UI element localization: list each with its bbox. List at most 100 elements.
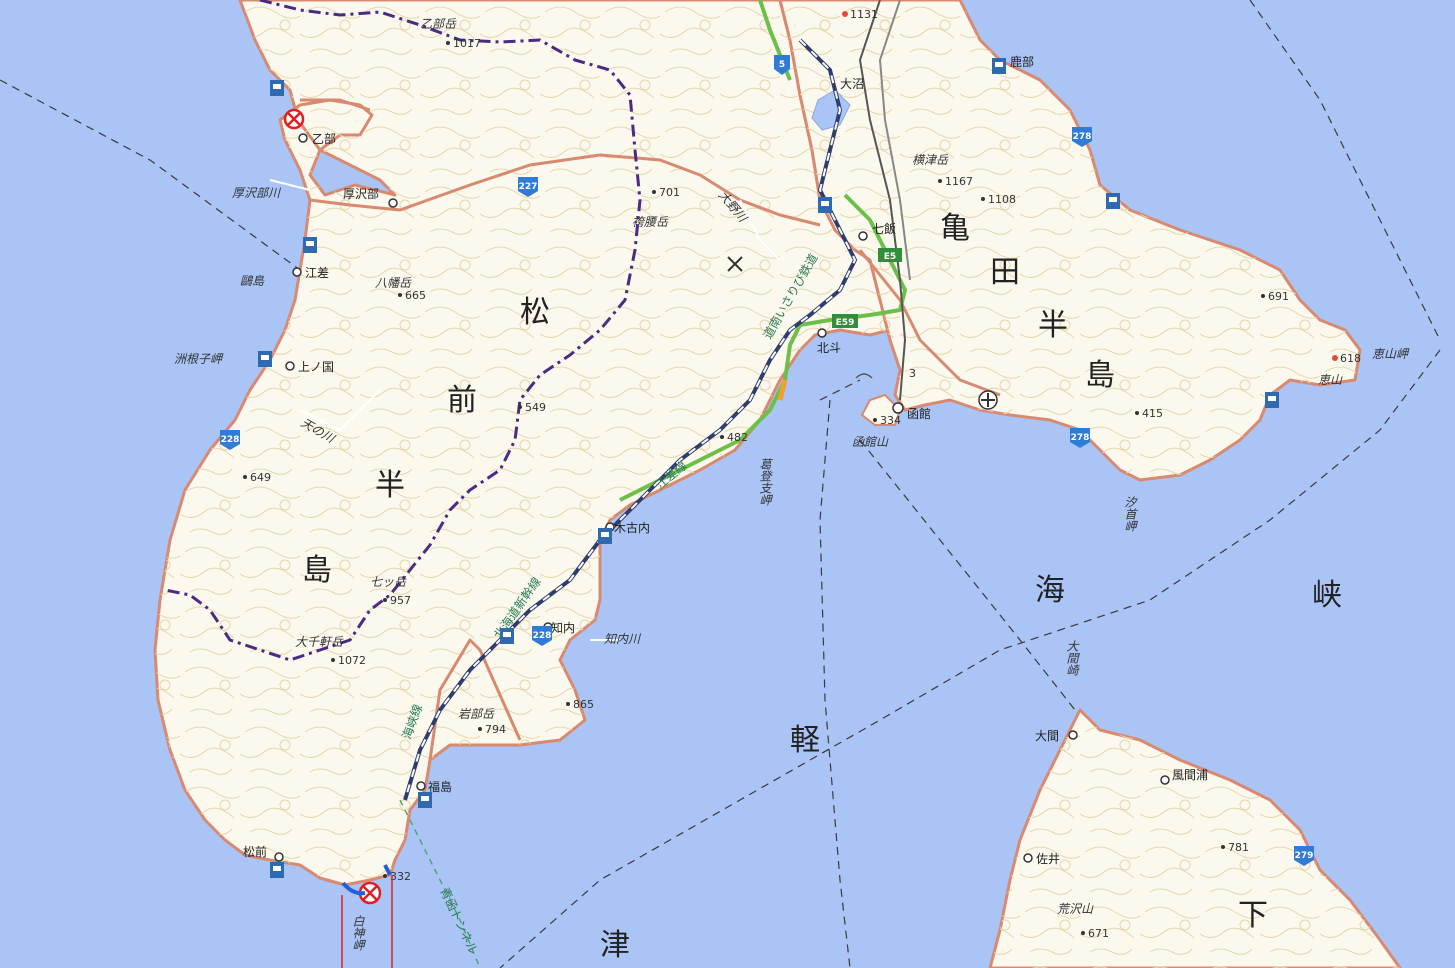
expressway-shields: E5 E59 3 bbox=[832, 248, 916, 380]
svg-text:大千軒岳: 大千軒岳 bbox=[295, 635, 344, 649]
town-kaminokuni: 上ノ国 bbox=[285, 360, 334, 374]
town-fukushima: 福島 bbox=[416, 779, 452, 794]
peak-hakamagoshi: 701 袴腰岳 bbox=[632, 186, 680, 229]
svg-text:334: 334 bbox=[880, 414, 901, 427]
town-onuma: 大沼 bbox=[840, 77, 864, 91]
marker-shirakami[interactable] bbox=[341, 864, 393, 968]
svg-text:3: 3 bbox=[909, 367, 916, 380]
svg-text:大沼: 大沼 bbox=[840, 77, 864, 91]
svg-text:957: 957 bbox=[390, 594, 411, 607]
svg-text:701: 701 bbox=[659, 186, 680, 199]
peninsula-kameda-1: 亀 bbox=[940, 211, 970, 246]
town-hokuto: 北斗 bbox=[817, 328, 841, 355]
peak-549: 549 bbox=[518, 401, 546, 414]
town-oma: 大間 bbox=[1035, 729, 1078, 743]
peak-nanatsudake: 七ッ岳 957 bbox=[370, 575, 411, 607]
svg-text:228: 228 bbox=[221, 435, 240, 445]
cape-sunekozaki: 洲根子岬 bbox=[174, 352, 224, 366]
station-icon bbox=[303, 237, 317, 253]
svg-text:八幡岳: 八幡岳 bbox=[375, 276, 412, 290]
svg-text:知内: 知内 bbox=[551, 621, 575, 635]
svg-text:549: 549 bbox=[525, 401, 546, 414]
strait-char-karu: 軽 bbox=[790, 723, 820, 758]
svg-text:332: 332 bbox=[390, 870, 411, 883]
strait-char-kyo: 峡 bbox=[1312, 578, 1342, 613]
svg-text:横津岳: 横津岳 bbox=[912, 153, 949, 167]
svg-text:1131: 1131 bbox=[850, 8, 878, 21]
railways bbox=[403, 0, 911, 801]
land-kameda bbox=[778, 0, 1362, 482]
svg-text:乙部: 乙部 bbox=[312, 131, 336, 146]
island-kamome: 鷗島 bbox=[240, 274, 265, 288]
ferry-icon bbox=[855, 373, 873, 379]
peninsula-kameda-2: 田 bbox=[990, 255, 1020, 290]
peak-482: 482 bbox=[720, 431, 748, 444]
svg-text:649: 649 bbox=[250, 471, 271, 484]
peak-415: 415 bbox=[1135, 407, 1163, 420]
strait-char-kai: 海 bbox=[1035, 573, 1065, 608]
station-icon bbox=[992, 58, 1006, 74]
svg-text:E59: E59 bbox=[836, 318, 855, 328]
station-icon bbox=[270, 80, 284, 96]
cape-kattoshi: 葛登支岬 bbox=[757, 458, 772, 506]
svg-text:大間: 大間 bbox=[1035, 729, 1059, 743]
station-icon bbox=[818, 197, 832, 213]
peak-865: 865 bbox=[566, 698, 594, 711]
facility-icons bbox=[258, 58, 1279, 878]
peak-otobedake: 乙部岳 1017 bbox=[420, 17, 481, 50]
town-shikabe: 鹿部 bbox=[1010, 54, 1034, 69]
svg-text:七飯: 七飯 bbox=[872, 221, 896, 236]
svg-text:671: 671 bbox=[1088, 927, 1109, 940]
svg-text:1017: 1017 bbox=[453, 37, 481, 50]
town-otobe: 乙部 bbox=[298, 131, 336, 146]
peninsula-matsumae-3: 半 bbox=[375, 468, 405, 503]
svg-text:木古内: 木古内 bbox=[614, 520, 650, 535]
rivers bbox=[269, 179, 781, 641]
station-icon bbox=[500, 628, 514, 644]
river-assabu: 厚沢部川 bbox=[232, 186, 282, 200]
exp-shield-e5: E5 bbox=[878, 248, 902, 262]
svg-text:E5: E5 bbox=[884, 252, 896, 262]
peninsula-matsumae-4: 島 bbox=[302, 553, 332, 588]
svg-text:北斗: 北斗 bbox=[817, 341, 841, 355]
route-shield-228-east: 228 bbox=[532, 626, 552, 646]
exp-shield-e59: E59 bbox=[832, 314, 858, 328]
svg-text:278: 278 bbox=[1073, 132, 1092, 142]
svg-text:風間浦: 風間浦 bbox=[1172, 768, 1208, 782]
svg-text:781: 781 bbox=[1228, 841, 1249, 854]
mount-hakodate: 函館山 bbox=[852, 435, 889, 449]
station-icon bbox=[258, 351, 272, 367]
marker-otobe[interactable] bbox=[283, 108, 305, 130]
svg-text:松前: 松前 bbox=[243, 844, 267, 859]
cape-omazaki: 大間崎 bbox=[1064, 640, 1079, 676]
town-hakodate: 函館 bbox=[892, 402, 931, 421]
svg-text:278: 278 bbox=[1071, 433, 1090, 443]
construction-segment bbox=[777, 379, 788, 401]
svg-text:乙部岳: 乙部岳 bbox=[420, 17, 457, 31]
svg-text:865: 865 bbox=[573, 698, 594, 711]
route-shield-228-west: 228 bbox=[220, 430, 240, 450]
svg-text:691: 691 bbox=[1268, 290, 1289, 303]
town-sai: 佐井 bbox=[1023, 852, 1060, 866]
svg-text:袴腰岳: 袴腰岳 bbox=[632, 215, 669, 229]
peak-649: 649 bbox=[243, 471, 271, 484]
svg-text:厚沢部: 厚沢部 bbox=[343, 186, 379, 201]
route-shield-279: 279 bbox=[1294, 846, 1314, 866]
strait-char-tsu: 津 bbox=[600, 928, 630, 963]
route-shield-278-north: 278 bbox=[1072, 127, 1092, 147]
svg-text:上ノ国: 上ノ国 bbox=[298, 360, 334, 374]
station-icon bbox=[270, 862, 284, 878]
peninsula-matsumae-1: 松 bbox=[520, 295, 550, 330]
station-icon bbox=[418, 792, 432, 808]
station-icon bbox=[1106, 193, 1120, 209]
route-shield-5: 5 bbox=[774, 55, 790, 75]
svg-text:794: 794 bbox=[485, 723, 506, 736]
svg-text:佐井: 佐井 bbox=[1036, 852, 1060, 866]
town-nanae: 七飯 bbox=[858, 221, 896, 241]
svg-text:七ッ岳: 七ッ岳 bbox=[370, 575, 407, 589]
